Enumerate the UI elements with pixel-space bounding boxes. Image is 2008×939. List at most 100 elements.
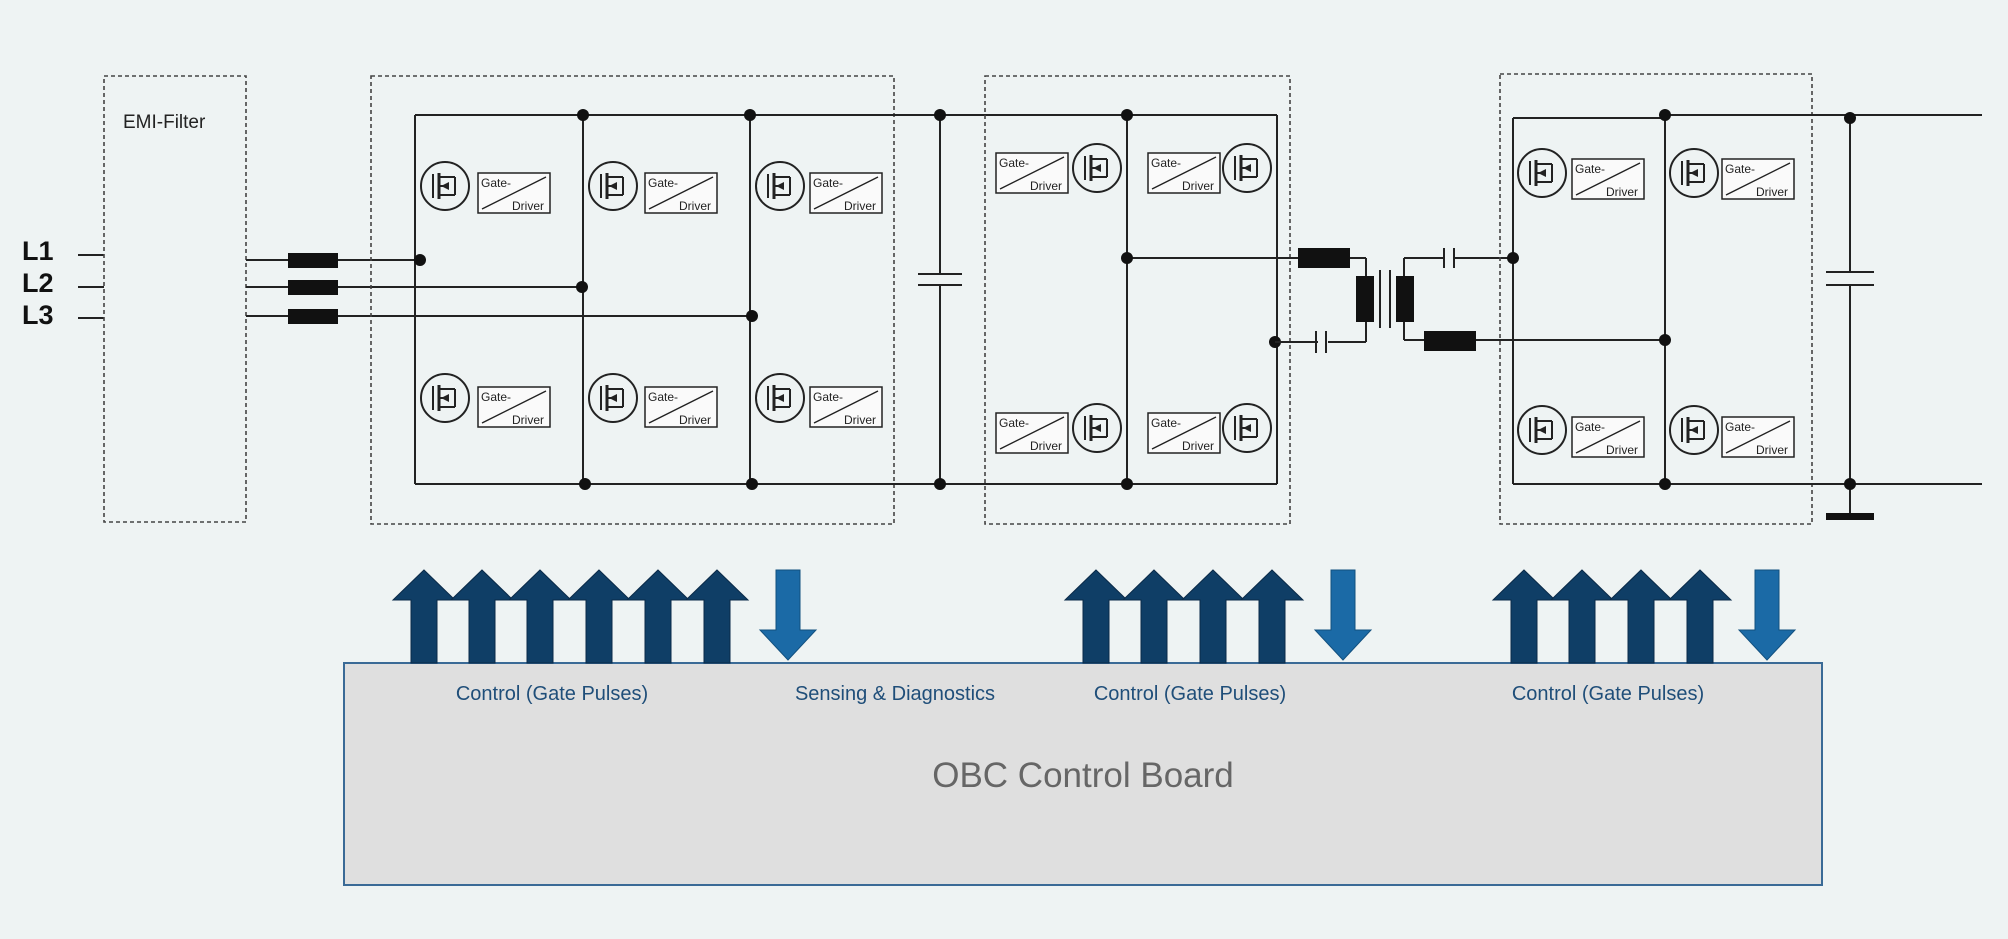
gate-driver-label-bottom: Driver	[1756, 185, 1788, 199]
output-node-top	[1844, 112, 1856, 124]
gate-pulse-arrow-dcdc-secondary-4	[1667, 569, 1733, 664]
gate-driver-label-top: Gate-	[481, 390, 511, 404]
dcdc-secondary-nodes	[1507, 109, 1671, 490]
gate-pulse-arrow-dcdc-primary-1	[1063, 569, 1129, 664]
gate-driver-label-top: Gate-	[1575, 162, 1605, 176]
mosfet-icon	[1669, 148, 1719, 198]
transformer-secondary-winding	[1396, 276, 1414, 322]
resonant-inductor-secondary	[1424, 331, 1476, 351]
mosfet-icon	[1222, 143, 1272, 193]
dcdc-secondary-switch-2-high: Gate-Driver	[1669, 148, 1795, 200]
dcdc-primary-switch-1-low: Gate-Driver	[995, 403, 1122, 454]
mosfet-icon	[755, 161, 805, 211]
resonant-tank-wiring	[1275, 248, 1665, 353]
dcdc-primary-switch-2-high: Gate-Driver	[1147, 143, 1272, 194]
dcdc-primary-box	[984, 75, 1291, 525]
gate-pulse-arrow-dcdc-secondary-2	[1549, 569, 1615, 664]
mosfet-icon	[755, 373, 805, 423]
pfc-nodes	[414, 109, 758, 490]
phase-l1-label: L1	[22, 236, 54, 266]
input-leads	[78, 254, 104, 319]
resonant-inductor-primary	[1298, 248, 1350, 268]
gate-pulse-arrow-dcdc-primary-4	[1239, 569, 1305, 664]
input-inductor-l3	[288, 309, 338, 324]
gate-driver-box: Gate-Driver	[1721, 158, 1795, 200]
gate-driver-label-top: Gate-	[813, 176, 843, 190]
gate-driver-label-top: Gate-	[648, 390, 678, 404]
gate-driver-label-bottom: Driver	[844, 199, 876, 213]
mosfet-icon	[1669, 405, 1719, 455]
pfc-switch-2-low: Gate-Driver	[588, 373, 718, 428]
gate-pulse-arrow-pfc-5	[625, 569, 691, 664]
mosfet-icon	[1222, 403, 1272, 453]
dcdc-primary-switch-1-high: Gate-Driver	[995, 143, 1122, 194]
gate-pulse-arrow-dcdc-primary-2	[1121, 569, 1187, 664]
sensing-diagnostics-label: Sensing & Diagnostics	[795, 683, 995, 705]
mosfet-icon	[1517, 148, 1567, 198]
gate-driver-label-bottom: Driver	[1182, 439, 1214, 453]
gate-driver-label-bottom: Driver	[1030, 179, 1062, 193]
gate-driver-box: Gate-Driver	[809, 172, 883, 214]
gate-driver-box: Gate-Driver	[1721, 416, 1795, 458]
power-switches: Gate-DriverGate-DriverGate-DriverGate-Dr…	[420, 143, 1795, 458]
pfc-switch-1-high: Gate-Driver	[420, 161, 551, 214]
control-label-dcdc-secondary: Control (Gate Pulses)	[1512, 683, 1704, 705]
gate-driver-box: Gate-Driver	[995, 412, 1069, 454]
pfc-stage-box	[370, 75, 895, 525]
ground-symbol	[1826, 513, 1874, 520]
pfc-switch-2-high: Gate-Driver	[588, 161, 718, 214]
gate-pulse-arrow-pfc-1	[391, 569, 457, 664]
sensing-arrow-pfc	[758, 569, 818, 661]
output-capacitor	[1826, 115, 1874, 516]
gate-driver-label-top: Gate-	[813, 390, 843, 404]
gate-driver-label-bottom: Driver	[1030, 439, 1062, 453]
pfc-switch-3-low: Gate-Driver	[755, 373, 883, 428]
gate-pulse-arrow-dcdc-primary-3	[1180, 569, 1246, 664]
gate-driver-label-bottom: Driver	[679, 413, 711, 427]
gate-driver-label-top: Gate-	[1725, 420, 1755, 434]
sensing-arrow-output	[1737, 569, 1797, 661]
dcdc-secondary-switch-2-low: Gate-Driver	[1669, 405, 1795, 458]
gate-pulse-arrow-dcdc-secondary-1	[1491, 569, 1557, 664]
gate-driver-label-top: Gate-	[481, 176, 511, 190]
pfc-switch-3-high: Gate-Driver	[755, 161, 883, 214]
gate-pulse-arrow-pfc-2	[449, 569, 515, 664]
phase-l3-label: L3	[22, 300, 54, 330]
pfc-wiring	[414, 114, 940, 485]
dc-link-node-bottom	[934, 478, 946, 490]
gate-driver-box: Gate-Driver	[1571, 158, 1645, 200]
dcdc-secondary-wiring	[1512, 114, 1982, 485]
signal-arrows	[391, 569, 1797, 664]
mosfet-icon	[588, 161, 638, 211]
gate-driver-label-top: Gate-	[999, 156, 1029, 170]
gate-pulse-arrow-pfc-6	[684, 569, 750, 664]
control-board-panel	[343, 662, 1823, 886]
dc-link-capacitor	[918, 114, 1127, 485]
pfc-switch-1-low: Gate-Driver	[420, 373, 551, 428]
mosfet-icon	[1072, 403, 1122, 453]
dcdc-secondary-switch-1-high: Gate-Driver	[1517, 148, 1645, 200]
gate-pulse-arrow-pfc-3	[507, 569, 573, 664]
gate-driver-box: Gate-Driver	[477, 386, 551, 428]
sensing-arrow-dcdc	[1313, 569, 1373, 661]
gate-driver-label-top: Gate-	[1151, 156, 1181, 170]
gate-driver-box: Gate-Driver	[995, 152, 1069, 194]
emi-filter-label: EMI-Filter	[123, 112, 206, 133]
gate-driver-label-top: Gate-	[1725, 162, 1755, 176]
gate-driver-label-bottom: Driver	[512, 199, 544, 213]
gate-driver-label-bottom: Driver	[1606, 185, 1638, 199]
gate-driver-box: Gate-Driver	[644, 172, 718, 214]
mosfet-icon	[1517, 405, 1567, 455]
mosfet-icon	[420, 161, 470, 211]
input-inductor-l2	[288, 280, 338, 295]
gate-driver-label-top: Gate-	[999, 416, 1029, 430]
gate-driver-label-bottom: Driver	[1182, 179, 1214, 193]
gate-driver-box: Gate-Driver	[1147, 152, 1221, 194]
gate-driver-label-bottom: Driver	[1756, 443, 1788, 457]
dcdc-secondary-switch-1-low: Gate-Driver	[1517, 405, 1645, 458]
control-label-pfc: Control (Gate Pulses)	[456, 683, 648, 705]
emi-filter-box	[103, 75, 247, 523]
input-inductor-l1	[288, 253, 338, 268]
